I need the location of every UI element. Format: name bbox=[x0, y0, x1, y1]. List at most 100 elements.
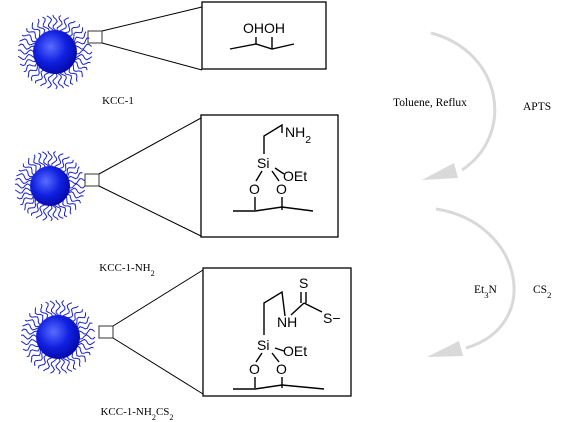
silica-fiber bbox=[21, 34, 39, 43]
silica-fiber bbox=[37, 18, 46, 36]
surface-bond bbox=[229, 43, 295, 50]
zoom-line bbox=[98, 185, 202, 237]
reaction-step-2: Et3N CS2 bbox=[427, 207, 551, 357]
silica-fiber bbox=[77, 334, 96, 340]
silica-fiber bbox=[47, 203, 53, 222]
silica-fiber bbox=[62, 198, 72, 215]
silica-fiber bbox=[38, 152, 46, 170]
silica-fiber bbox=[73, 37, 90, 47]
silica-fiber bbox=[63, 356, 73, 372]
zoom-line bbox=[112, 269, 204, 327]
zoom-line bbox=[112, 337, 204, 395]
silica-fiber bbox=[21, 328, 39, 335]
step1-reagent-label: APTS bbox=[523, 101, 551, 113]
stage-label-kcc1-nh2: KCC-1-NH2 bbox=[99, 262, 154, 278]
silica-fiber bbox=[20, 338, 39, 346]
silica-fiber bbox=[74, 43, 92, 50]
silica-fiber bbox=[67, 187, 86, 195]
silica-fiber bbox=[70, 309, 83, 322]
silica-fiber bbox=[58, 201, 68, 218]
silica-fiber bbox=[63, 302, 73, 318]
oxygen-label: O bbox=[249, 181, 260, 197]
silica-fiber bbox=[56, 156, 70, 170]
nanosphere-kcc1-nh2cs2 bbox=[20, 299, 96, 375]
silica-fiber bbox=[56, 15, 63, 33]
sphere-core bbox=[33, 30, 77, 74]
silica-fiber bbox=[52, 71, 58, 90]
bond-line bbox=[290, 302, 305, 316]
silica-fiber bbox=[23, 60, 38, 73]
propyl-chain bbox=[263, 290, 286, 335]
curved-arrow-shaft bbox=[430, 31, 497, 172]
silica-fiber bbox=[33, 154, 42, 172]
silica-fiber bbox=[14, 187, 33, 194]
oxygen-label: O bbox=[276, 181, 287, 197]
silica-fiber bbox=[22, 163, 37, 176]
step2-reagent-label: CS2 bbox=[533, 284, 551, 300]
sphere-core bbox=[36, 315, 80, 359]
silica-fiber bbox=[40, 71, 51, 87]
silicon-label: Si bbox=[257, 155, 269, 171]
silica-fiber bbox=[75, 342, 94, 351]
silica-fiber bbox=[72, 60, 88, 71]
silica-fiber bbox=[74, 348, 86, 363]
structure-box bbox=[202, 267, 352, 397]
silica-fiber bbox=[28, 157, 38, 174]
silica-fiber bbox=[14, 183, 33, 189]
silica-fiber bbox=[54, 203, 64, 219]
stage-kcc1-nh2: NH2 Si OEt O O KCC-1-NH2 bbox=[14, 114, 339, 278]
silica-fiber bbox=[42, 16, 50, 34]
silica-fiber bbox=[64, 162, 77, 176]
hydroxyl-groups-label: OHOH bbox=[243, 20, 285, 36]
silica-fiber bbox=[66, 166, 80, 180]
silica-fiber bbox=[65, 305, 79, 320]
silica-fiber bbox=[74, 49, 93, 55]
silica-fiber bbox=[60, 71, 70, 87]
structure-kcc1: OHOH bbox=[229, 20, 295, 50]
thione-sulfur-label: S bbox=[299, 275, 308, 291]
silica-fiber bbox=[75, 345, 91, 356]
silica-fiber bbox=[72, 31, 87, 45]
structure-kcc1-nh2: NH2 Si OEt O O bbox=[233, 123, 314, 212]
nh-label: NH bbox=[277, 314, 297, 330]
silica-fiber bbox=[51, 151, 58, 169]
silica-fiber bbox=[30, 66, 42, 81]
silica-fiber bbox=[70, 27, 84, 41]
silica-fiber bbox=[27, 198, 38, 214]
stage-label-kcc1-nh2cs2: KCC-1-NH2CS2 bbox=[100, 406, 173, 422]
surface-bond bbox=[233, 206, 314, 212]
silica-fiber bbox=[64, 68, 74, 85]
silica-fiber bbox=[20, 193, 35, 206]
silica-fiber bbox=[26, 345, 41, 358]
ethoxy-label: OEt bbox=[283, 168, 307, 184]
silica-fiber bbox=[64, 195, 77, 210]
silica-fiber bbox=[38, 354, 50, 369]
silica-fiber bbox=[67, 183, 86, 189]
zoom-line bbox=[101, 42, 203, 71]
silica-fiber bbox=[77, 328, 95, 335]
silica-fiber bbox=[26, 28, 40, 40]
silica-fiber bbox=[31, 201, 43, 216]
silica-fiber bbox=[43, 356, 54, 372]
silica-fiber bbox=[55, 356, 61, 375]
nanosphere-kcc1 bbox=[17, 14, 93, 90]
stage-kcc1: OHOH KCC-1 bbox=[17, 1, 327, 107]
silica-fiber bbox=[35, 203, 47, 219]
silica-fiber bbox=[67, 353, 77, 370]
structure-box bbox=[200, 114, 339, 238]
zoom-line bbox=[98, 117, 202, 175]
silica-fiber bbox=[16, 173, 34, 181]
silica-fiber bbox=[35, 69, 47, 84]
silica-fiber bbox=[19, 59, 37, 67]
silica-fiber bbox=[33, 351, 45, 366]
arrowhead bbox=[422, 163, 458, 180]
silica-fiber bbox=[24, 319, 42, 328]
silica-fiber bbox=[40, 303, 49, 321]
silica-fiber bbox=[22, 323, 40, 331]
silica-fiber bbox=[73, 312, 87, 326]
silica-fiber bbox=[55, 71, 65, 89]
silica-fiber bbox=[68, 65, 78, 82]
structure-kcc1-nh2cs2: S S− NH Si OEt O O bbox=[233, 275, 341, 390]
silicon-label: Si bbox=[257, 337, 269, 353]
silica-fiber bbox=[29, 313, 43, 325]
